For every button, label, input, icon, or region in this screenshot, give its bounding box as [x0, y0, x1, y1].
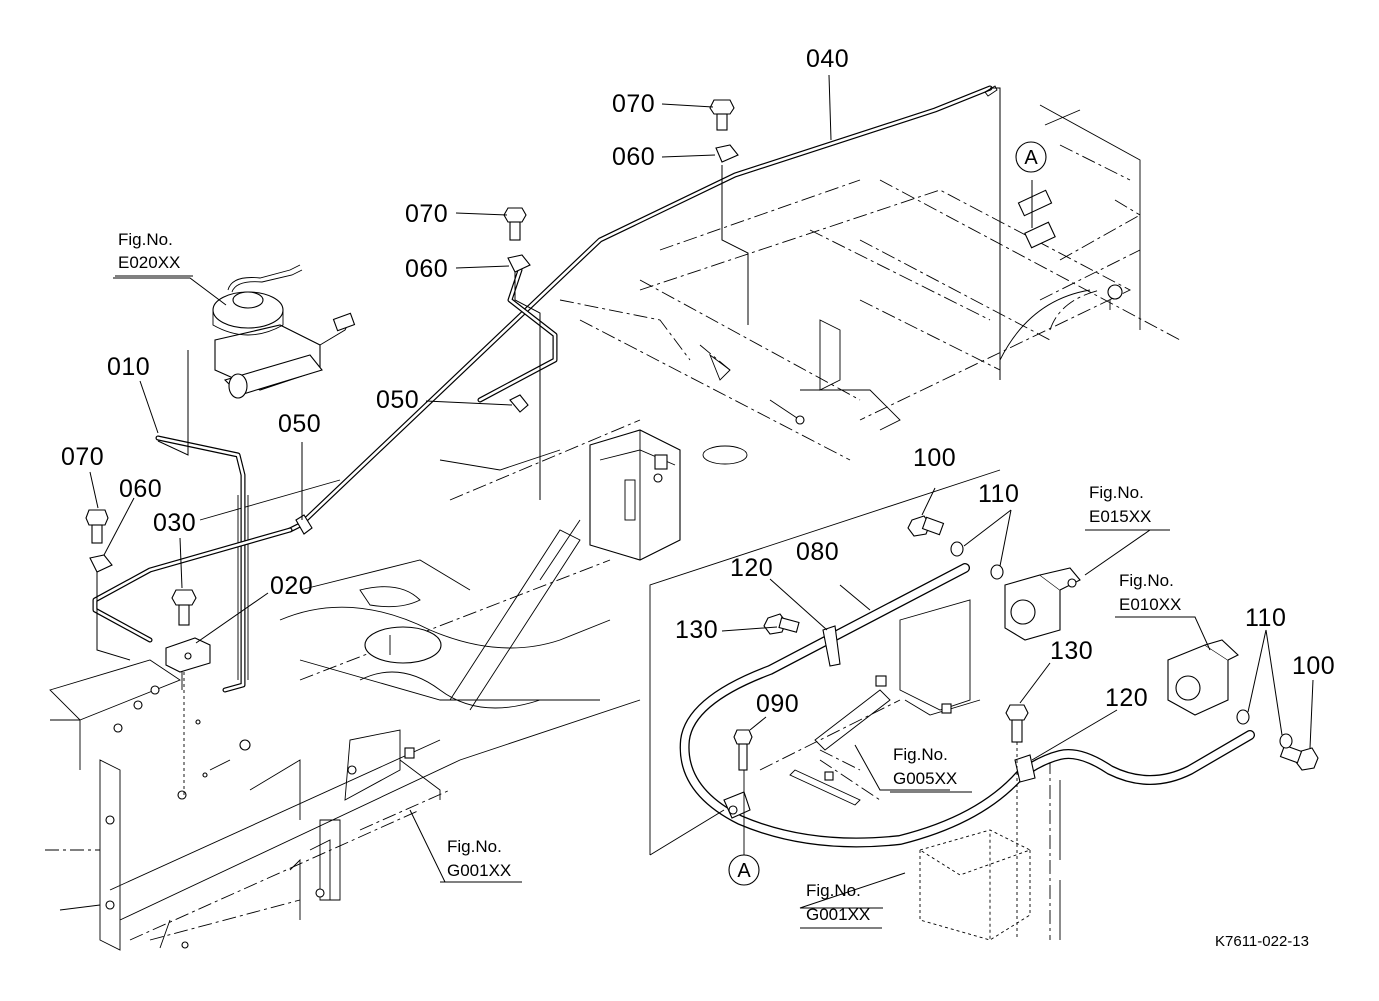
- marker-label: A: [737, 860, 751, 882]
- pipe-010: [155, 435, 249, 693]
- callout-060: 060: [119, 475, 162, 503]
- figref-e015xx[interactable]: Fig.No. E015XX: [1085, 483, 1165, 531]
- bolt-130-left: [763, 613, 800, 635]
- figref-label: Fig.No.: [893, 745, 948, 764]
- clamp-050-top: [509, 394, 529, 413]
- frame-structure: [45, 104, 1181, 951]
- bolt-130-right: [1005, 704, 1029, 743]
- figref-label: Fig.No.: [1089, 483, 1144, 502]
- callout-040: 040: [806, 45, 849, 73]
- callout-080: 080: [796, 538, 839, 566]
- callout-090: 090: [756, 690, 799, 718]
- bolt-090: [733, 729, 753, 771]
- figref-code: E020XX: [118, 253, 180, 272]
- callout-100: 100: [1292, 652, 1335, 680]
- caliper-e015: [1004, 567, 1081, 641]
- callout-050: 050: [376, 386, 419, 414]
- pipe-030-branch: [92, 527, 293, 643]
- callout-100: 100: [913, 444, 956, 472]
- callout-010: 010: [107, 353, 150, 381]
- figref-code: G001XX: [447, 861, 511, 880]
- bolt-070-left: [85, 509, 109, 544]
- hose-joint-a: [723, 791, 751, 819]
- reference-marker-a-bottom: A: [728, 854, 760, 886]
- figref-e020xx[interactable]: Fig.No. E020XX: [115, 230, 193, 277]
- hose-080: [679, 563, 1255, 848]
- callout-060: 060: [405, 255, 448, 283]
- figref-label: Fig.No.: [806, 881, 861, 900]
- callout-070: 070: [61, 443, 104, 471]
- master-cylinder: [212, 264, 356, 399]
- figref-label: Fig.No.: [118, 230, 173, 249]
- washer-110-bottom-b: [1279, 733, 1293, 749]
- callout-110: 110: [1245, 604, 1286, 632]
- callout-030: 030: [153, 509, 196, 537]
- callout-070: 070: [405, 200, 448, 228]
- callout-050: 050: [278, 410, 321, 438]
- marker-label: A: [1024, 147, 1038, 169]
- banjo-bolt-100-bottom: [1279, 744, 1319, 771]
- clamp-060-left: [89, 554, 113, 573]
- figref-code: G001XX: [806, 905, 870, 924]
- figref-e010xx[interactable]: Fig.No. E010XX: [1115, 571, 1195, 618]
- figref-code: E010XX: [1119, 595, 1181, 614]
- banjo-bolt-100-top: [907, 515, 945, 537]
- washer-110-bottom-a: [1236, 709, 1250, 725]
- bolt-070-mid: [503, 207, 527, 241]
- callout-130: 130: [675, 616, 718, 644]
- joint-block-020: [165, 637, 211, 673]
- callout-120: 120: [730, 554, 773, 582]
- callout-070: 070: [612, 90, 655, 118]
- figref-g005xx[interactable]: Fig.No. G005XX: [890, 745, 972, 793]
- figref-g001xx-right[interactable]: Fig.No. G001XX: [800, 881, 882, 929]
- washer-110-top-b: [990, 564, 1004, 580]
- caliper-e010: [1167, 639, 1239, 716]
- figref-code: E015XX: [1089, 507, 1151, 526]
- callout-020: 020: [270, 572, 313, 600]
- callout-120: 120: [1105, 684, 1148, 712]
- bolt-070-top: [709, 99, 735, 131]
- hose-clamp-120-bottom: [1014, 754, 1036, 783]
- hose-clamp-120-top: [822, 625, 841, 667]
- clamp-060-mid: [507, 254, 531, 273]
- callout-110: 110: [978, 480, 1019, 508]
- figref-label: Fig.No.: [1119, 571, 1174, 590]
- figref-g001xx-left[interactable]: Fig.No. G001XX: [440, 837, 522, 883]
- washer-110-top-a: [950, 541, 964, 557]
- figref-code: G005XX: [893, 769, 957, 788]
- clamp-050-left: [295, 514, 313, 535]
- callout-060: 060: [612, 143, 655, 171]
- figref-label: Fig.No.: [447, 837, 502, 856]
- bolt-030: [171, 589, 197, 626]
- pipe-040-lower: [477, 267, 558, 403]
- callout-130: 130: [1050, 637, 1093, 665]
- drawing-code: K7611-022-13: [1215, 933, 1309, 950]
- clamp-060-top: [715, 144, 739, 163]
- reference-marker-a-top: A: [1015, 141, 1047, 173]
